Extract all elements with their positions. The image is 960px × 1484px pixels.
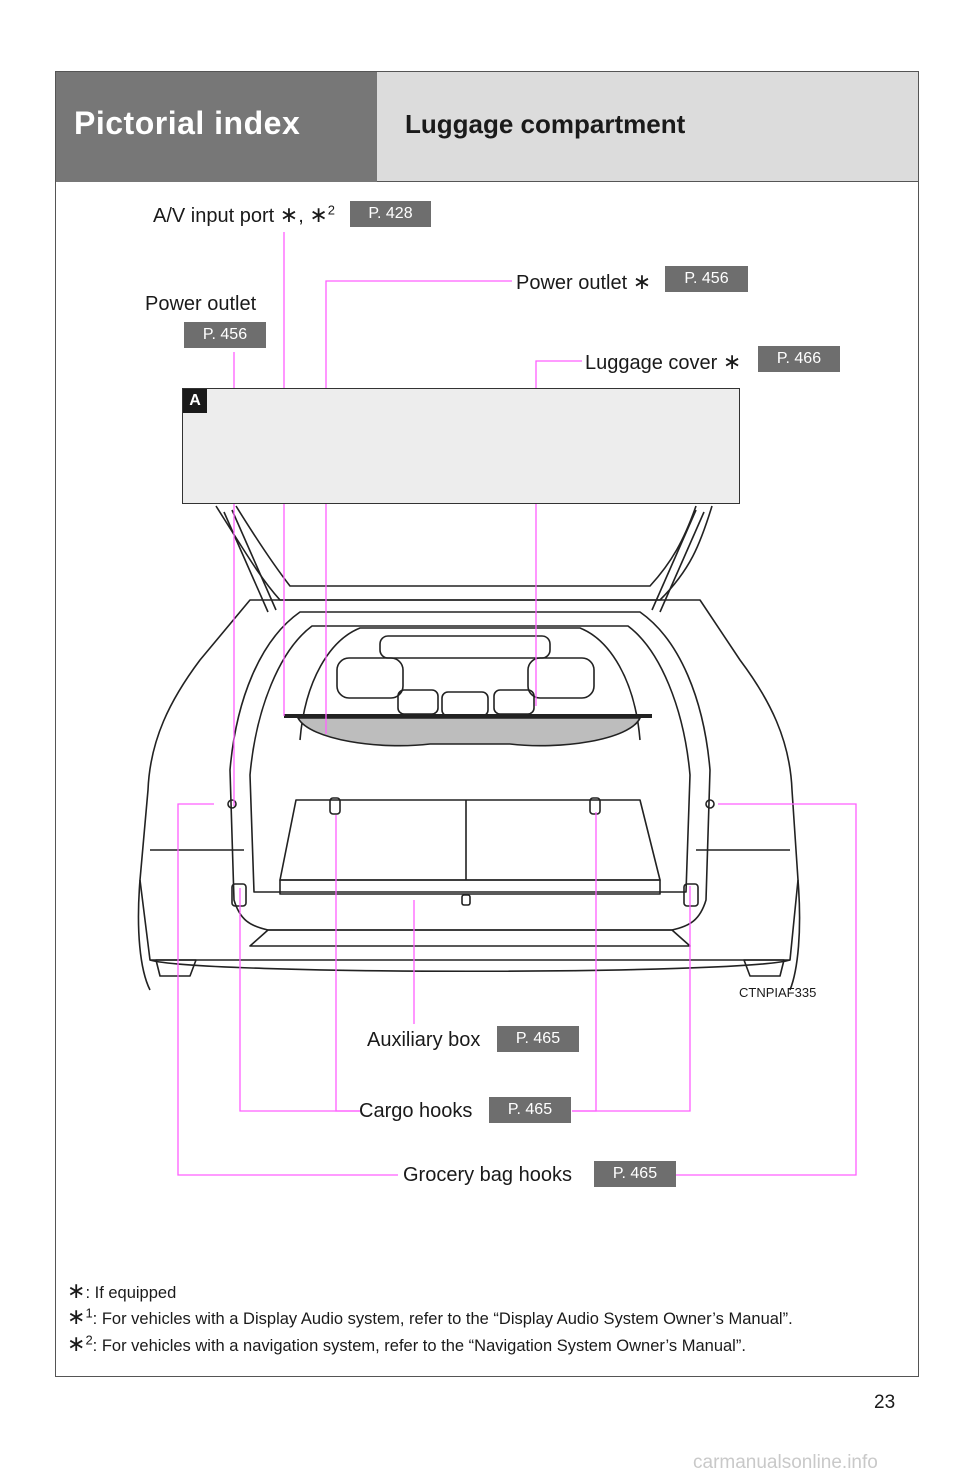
page-frame: Pictorial index Luggage compartment — [55, 71, 919, 1377]
av-input-port-label: A/V input port ∗, ∗2 — [153, 202, 335, 227]
asterisk-icon: ∗ — [67, 1278, 86, 1303]
luggage-cover-page-ref[interactable]: P. 466 — [758, 346, 840, 372]
car-body-outline — [137, 505, 801, 991]
luggage-cover-shape — [296, 717, 642, 747]
inset-panel — [182, 388, 740, 504]
page-title: Luggage compartment — [377, 72, 918, 182]
image-code: CTNPIAF335 — [739, 985, 817, 1000]
av-input-page-ref[interactable]: P. 428 — [350, 201, 431, 227]
asterisk-icon: ∗ — [722, 349, 742, 374]
power-outlet-left-page-ref[interactable]: P. 456 — [184, 322, 266, 348]
grocery-bag-hooks-page-ref[interactable]: P. 465 — [594, 1161, 676, 1187]
footnote-if-equipped: ∗: If equipped — [67, 1278, 177, 1303]
section-title: Pictorial index — [56, 72, 377, 182]
grocery-bag-hooks-label: Grocery bag hooks — [403, 1164, 572, 1186]
cargo-hooks-label: Cargo hooks — [359, 1100, 473, 1122]
asterisk-icon: ∗ — [67, 1304, 86, 1329]
power-outlet-right-label: Power outlet ∗ — [516, 269, 652, 294]
page-number: 23 — [874, 1392, 896, 1413]
inset-label: A — [183, 389, 207, 413]
asterisk-icon: ∗ — [632, 269, 652, 294]
power-outlet-right-page-ref[interactable]: P. 456 — [665, 266, 748, 292]
power-outlet-left-label: Power outlet — [145, 293, 257, 315]
asterisk-icon: ∗ — [67, 1331, 86, 1356]
footnote-navigation: ∗2: For vehicles with a navigation syste… — [67, 1331, 746, 1356]
cargo-hooks-page-ref[interactable]: P. 465 — [489, 1097, 571, 1123]
luggage-cover-label: Luggage cover ∗ — [585, 349, 742, 374]
asterisk-icon: ∗ — [279, 202, 299, 227]
auxiliary-box-page-ref[interactable]: P. 465 — [497, 1026, 579, 1052]
auxiliary-box-label: Auxiliary box — [367, 1029, 481, 1051]
watermark: carmanualsonline.info — [693, 1452, 878, 1473]
asterisk-icon: ∗ — [309, 202, 328, 227]
footnote-display-audio: ∗1: For vehicles with a Display Audio sy… — [67, 1304, 793, 1329]
